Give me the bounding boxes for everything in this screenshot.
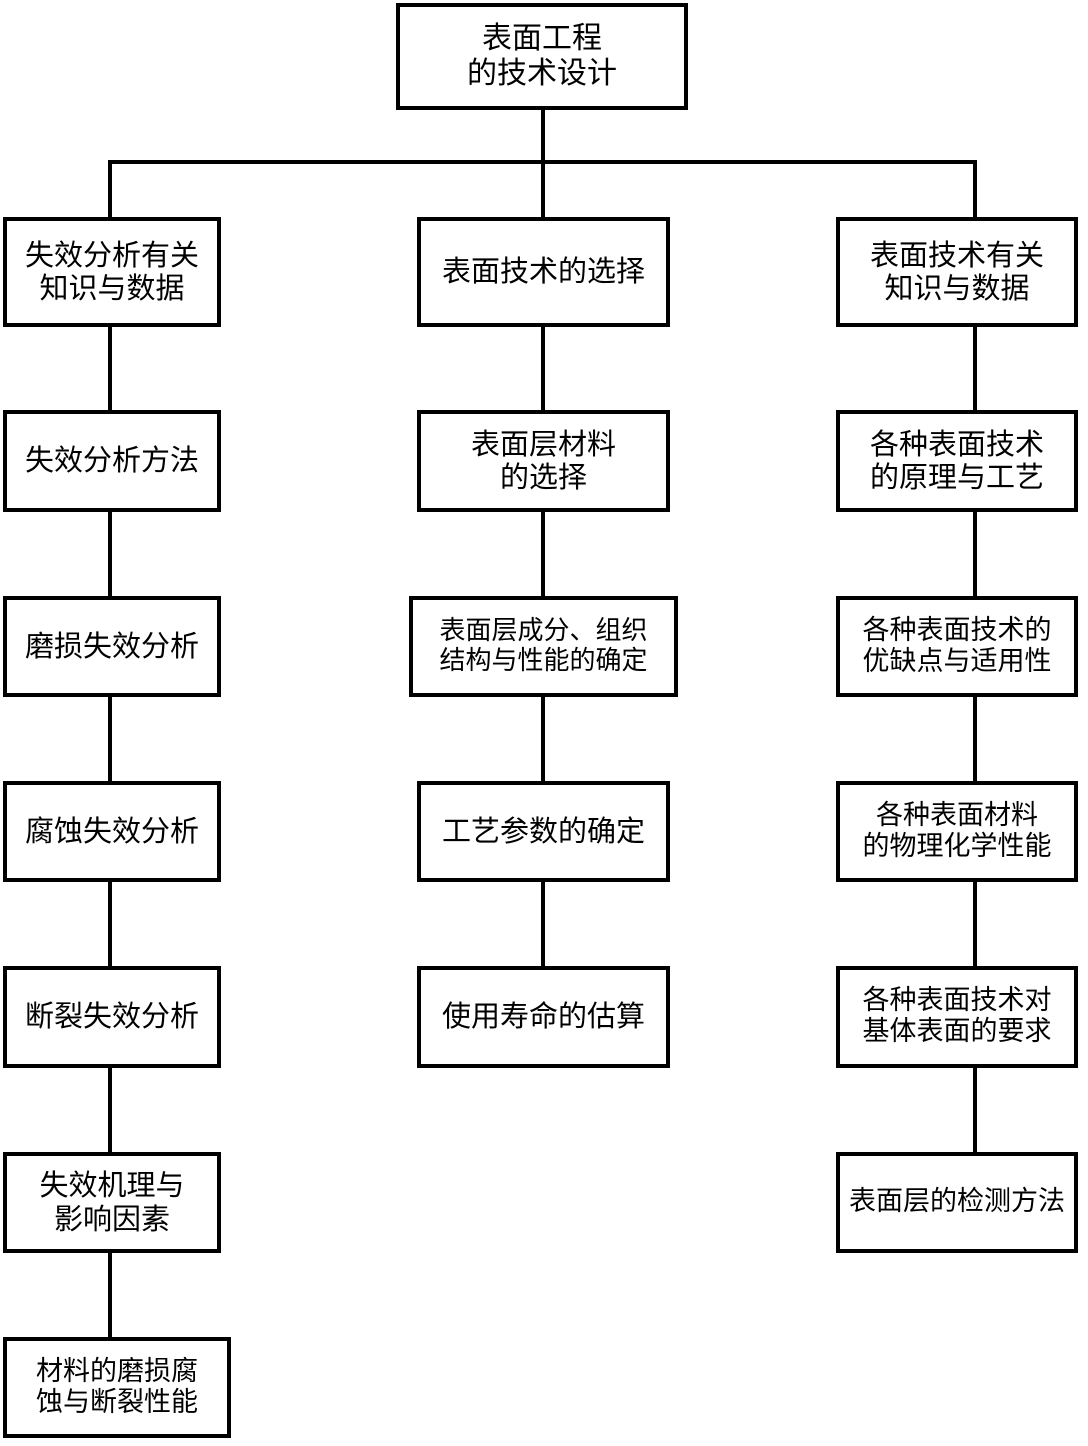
node-L1-line-2: 知识与数据	[39, 271, 185, 305]
node-root[interactable]: 表面工程 的技术设计	[396, 3, 688, 110]
node-failure-analysis-knowledge[interactable]: 失效分析有关 知识与数据	[3, 217, 221, 327]
node-failure-mechanism-factors[interactable]: 失效机理与 影响因素	[3, 1152, 221, 1253]
node-M3-line-2: 结构与性能的确定	[439, 645, 648, 676]
node-root-line-2: 的技术设计	[467, 55, 617, 91]
node-L7-line-1: 材料的磨损腐	[36, 1355, 198, 1387]
node-R1-line-2: 知识与数据	[884, 271, 1030, 305]
node-fracture-failure-analysis[interactable]: 断裂失效分析	[3, 966, 221, 1068]
node-surface-layer-material-selection[interactable]: 表面层材料 的选择	[417, 410, 670, 512]
node-L5-line-1: 断裂失效分析	[24, 999, 199, 1034]
node-R6-line-1: 表面层的检测方法	[849, 1186, 1065, 1218]
node-R5-line-1: 各种表面技术对	[862, 985, 1052, 1017]
node-technology-pros-cons-applicability[interactable]: 各种表面技术的 优缺点与适用性	[836, 596, 1078, 697]
node-R2-line-2: 的原理与工艺	[869, 460, 1044, 494]
node-L1-line-1: 失效分析有关	[24, 237, 199, 272]
node-surface-technology-knowledge[interactable]: 表面技术有关 知识与数据	[836, 217, 1078, 327]
node-R3-line-1: 各种表面技术的	[862, 614, 1052, 646]
node-process-parameter-determination[interactable]: 工艺参数的确定	[417, 781, 670, 882]
node-M2-line-1: 表面层材料	[470, 426, 616, 461]
node-service-life-estimation[interactable]: 使用寿命的估算	[417, 966, 670, 1068]
node-R4-line-1: 各种表面材料	[876, 799, 1038, 831]
node-M1-line-1: 表面技术的选择	[441, 254, 645, 289]
node-technology-principles-processes[interactable]: 各种表面技术 的原理与工艺	[836, 410, 1078, 512]
node-R2-line-1: 各种表面技术	[869, 426, 1044, 461]
node-R5-line-2: 基体表面的要求	[862, 1016, 1052, 1047]
node-M2-line-2: 的选择	[499, 460, 587, 494]
node-material-wear-corrosion-fracture[interactable]: 材料的磨损腐 蚀与断裂性能	[3, 1337, 231, 1438]
node-substrate-surface-requirements[interactable]: 各种表面技术对 基体表面的要求	[836, 966, 1078, 1068]
node-M4-line-1: 工艺参数的确定	[441, 813, 645, 848]
node-L6-line-1: 失效机理与	[39, 1168, 185, 1203]
node-L3-line-1: 磨损失效分析	[24, 628, 199, 663]
node-M3-line-1: 表面层成分、组织	[439, 615, 648, 646]
node-M5-line-1: 使用寿命的估算	[441, 999, 645, 1034]
node-L4-line-1: 腐蚀失效分析	[24, 813, 199, 848]
node-corrosion-failure-analysis[interactable]: 腐蚀失效分析	[3, 781, 221, 882]
node-material-physical-chemical-properties[interactable]: 各种表面材料 的物理化学性能	[836, 781, 1078, 882]
node-R4-line-2: 的物理化学性能	[862, 830, 1052, 862]
node-L2-line-1: 失效分析方法	[24, 443, 199, 478]
node-surface-layer-inspection-methods[interactable]: 表面层的检测方法	[836, 1152, 1078, 1253]
node-surface-technology-selection[interactable]: 表面技术的选择	[417, 217, 670, 327]
node-surface-layer-composition-structure[interactable]: 表面层成分、组织 结构与性能的确定	[409, 596, 678, 697]
node-wear-failure-analysis[interactable]: 磨损失效分析	[3, 596, 221, 697]
node-L6-line-2: 影响因素	[53, 1201, 170, 1236]
node-failure-analysis-methods[interactable]: 失效分析方法	[3, 410, 221, 512]
node-R3-line-2: 优缺点与适用性	[862, 645, 1052, 677]
node-L7-line-2: 蚀与断裂性能	[36, 1386, 198, 1418]
node-root-line-1: 表面工程	[482, 21, 602, 57]
node-R1-line-1: 表面技术有关	[869, 237, 1044, 272]
